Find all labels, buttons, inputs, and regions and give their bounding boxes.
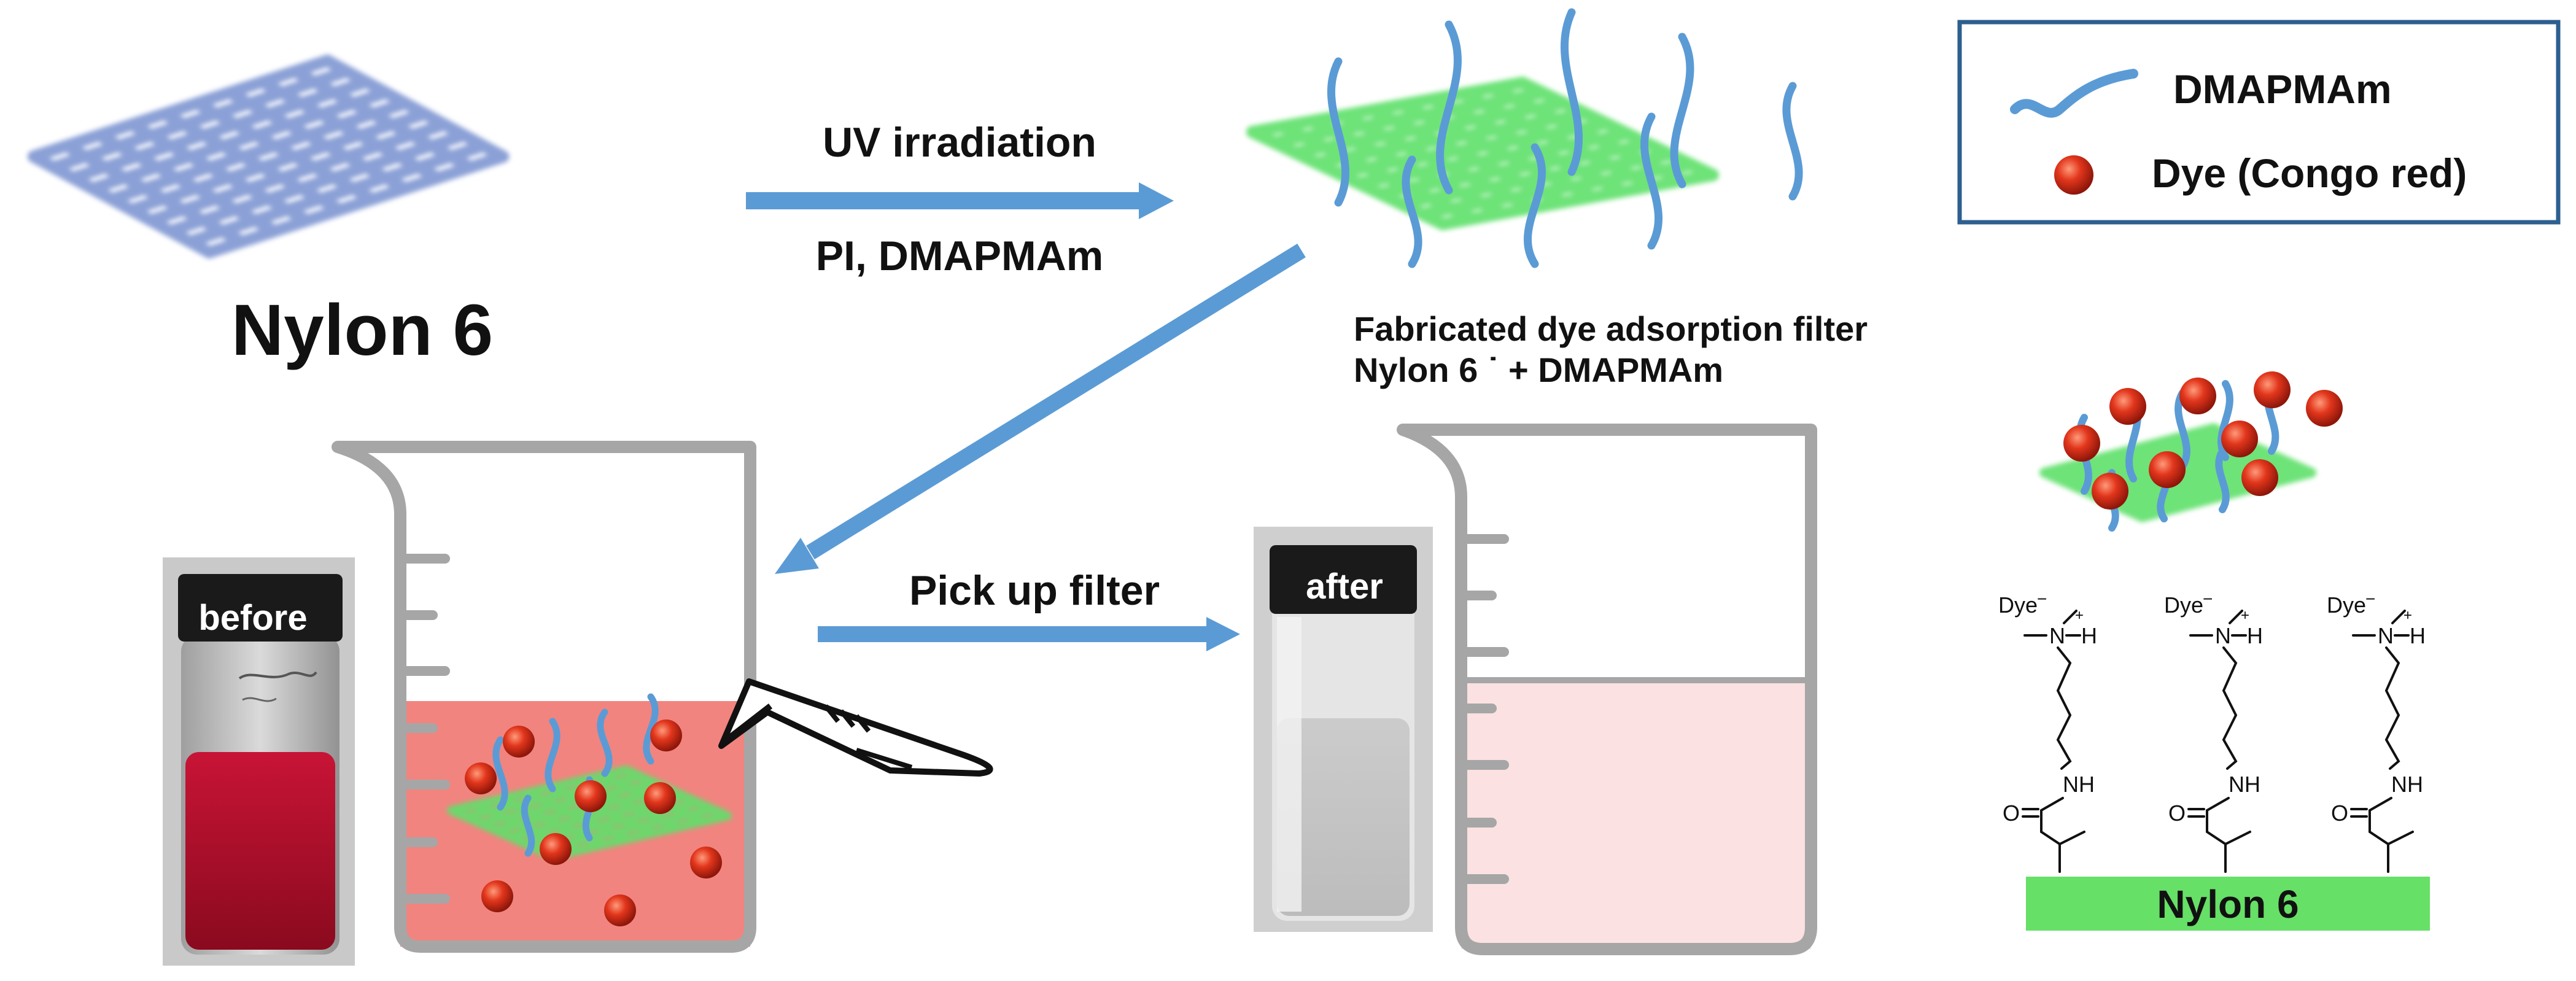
after-label: after: [1306, 567, 1383, 607]
dmapmam-chain-icon: [597, 708, 613, 777]
dye-molecule-icon: [644, 782, 676, 814]
svg-text:NH: NH: [2391, 772, 2423, 797]
dye-molecule-icon: [2109, 388, 2146, 425]
before-vial-photo: [163, 557, 355, 966]
pick-up-filter-label: Pick up filter: [909, 567, 1160, 614]
after-vial-photo: [1254, 527, 1433, 932]
functionalized-mesh-icon: [1246, 8, 1803, 268]
dmapmam-chain-icon: [1524, 143, 1546, 268]
dye-molecule-icon: [2063, 425, 2100, 462]
nylon6-base-bar: [2026, 877, 2430, 931]
dye-molecule-icon: [604, 894, 636, 926]
svg-text:NH: NH: [2229, 772, 2260, 797]
dye-molecule-icon: [2254, 371, 2291, 408]
dye-molecule-icon: [650, 719, 682, 751]
svg-text:H: H: [2247, 623, 2263, 648]
dye-molecule-icon: [2092, 473, 2128, 510]
dye-molecule-icon: [2306, 390, 2343, 427]
svg-text:Dye: Dye: [1998, 592, 2038, 618]
fabricated-filter-label: Fabricated dye adsorption filter: [1354, 309, 1868, 348]
nylon6-base-label: Nylon 6: [2157, 882, 2299, 926]
dye-molecule-icon: [2149, 451, 2186, 488]
legend-dye-label: Dye (Congo red): [2152, 150, 2467, 196]
dmapmam-chain-icon: [1670, 33, 1694, 188]
svg-text:H: H: [2410, 623, 2426, 648]
dye-molecule-icon: [481, 880, 513, 912]
dmapmam-chain-icon: [1327, 57, 1349, 207]
dmapmam-legend-icon: [2010, 69, 2138, 118]
dmapmam-chain-icon: [521, 794, 535, 857]
dye-molecule-icon: [2179, 378, 2216, 414]
dmapmam-chain-icon: [492, 736, 508, 811]
dmapmam-chain-icon: [2215, 448, 2230, 513]
uv-irradiation-arrow: [746, 182, 1174, 219]
dye-molecule-icon: [2241, 459, 2278, 496]
svg-text:N: N: [2215, 623, 2231, 648]
svg-text:O: O: [2003, 801, 2020, 826]
svg-text:O: O: [2331, 801, 2348, 826]
svg-text:Dye: Dye: [2327, 592, 2366, 618]
dye-molecule-icon: [575, 780, 607, 812]
dye-molecule-icon: [690, 847, 722, 878]
svg-text:N: N: [2378, 623, 2394, 648]
dye-molecule-icon: [2221, 421, 2258, 457]
dmapmam-chain-icon: [545, 718, 561, 793]
dmapmam-chain-icon: [1402, 155, 1422, 268]
fabricated-filter-composition: Nylon 6 ˙ + DMAPMAm: [1354, 351, 1723, 389]
dmapmam-chain-icon: [1782, 82, 1803, 201]
dye-molecule-icon: [540, 833, 572, 865]
dye-legend-icon: [2054, 155, 2093, 195]
left-beaker: [332, 441, 756, 953]
dmapmam-chain-icon: [1436, 20, 1462, 195]
nylon6-title: Nylon 6: [231, 290, 493, 371]
svg-text:N: N: [2049, 623, 2065, 648]
dmapmam-chain-icon: [1560, 8, 1583, 176]
svg-text:−: −: [2203, 589, 2213, 608]
dye-molecule-icon: [465, 762, 497, 794]
svg-text:O: O: [2168, 801, 2186, 826]
dmapmam-chain-icon: [1640, 112, 1662, 250]
uv-irradiation-label: UV irradiation: [823, 119, 1096, 166]
right-beaker: [1397, 424, 1817, 955]
svg-text:Dye: Dye: [2164, 592, 2203, 618]
dmapmam-chain-icon: [2174, 389, 2190, 470]
legend-box: [1957, 20, 2561, 225]
tweezers-icon: [718, 678, 993, 777]
svg-text:NH: NH: [2063, 772, 2095, 797]
nylon6-mesh-icon: [28, 55, 510, 258]
diagonal-arrow: [775, 243, 1306, 574]
svg-text:−: −: [2037, 589, 2047, 608]
dye-molecule-icon: [503, 726, 535, 758]
dmapmam-chain-icon: [643, 693, 659, 765]
svg-text:−: −: [2365, 589, 2375, 608]
pick-up-arrow: [818, 617, 1240, 651]
pi-dmapmam-label: PI, DMAPMAm: [816, 233, 1103, 279]
filter-with-dye-icon: [2039, 371, 2343, 532]
svg-text:H: H: [2081, 623, 2097, 648]
legend-dmapmam-label: DMAPMAm: [2173, 66, 2392, 112]
before-label: before: [198, 598, 307, 638]
